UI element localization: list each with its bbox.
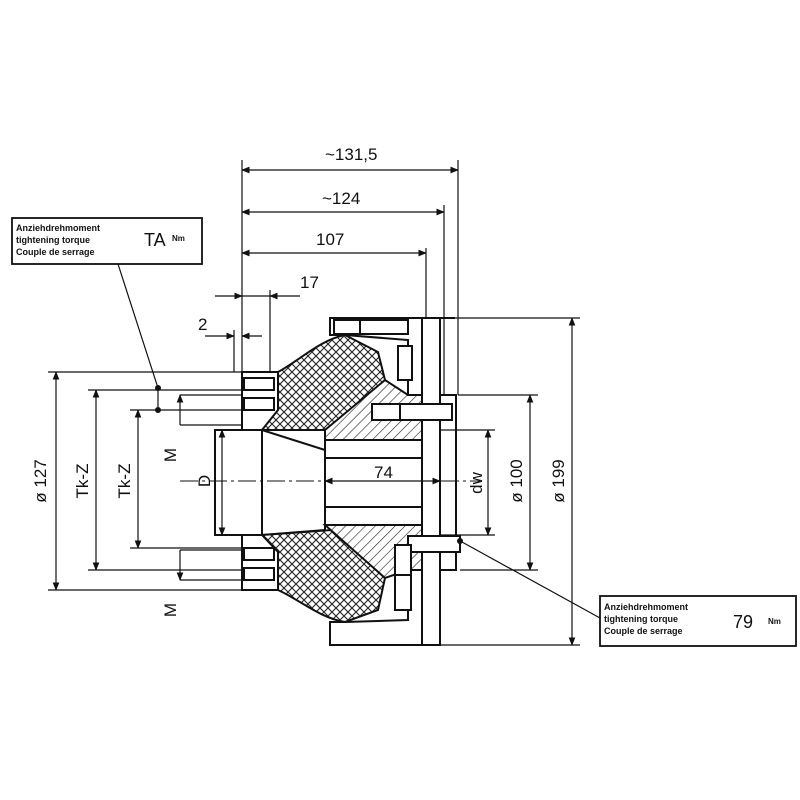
dim-dw: dw <box>467 471 486 493</box>
screw-nut-upper <box>397 345 413 381</box>
dim-17: 17 <box>300 273 319 292</box>
torque-right-pointer <box>457 538 463 544</box>
horizontal-dimensions <box>205 160 459 485</box>
svg-text:Anziehdrehmoment: Anziehdrehmoment <box>604 602 688 612</box>
svg-text:Couple de serrage: Couple de serrage <box>604 626 683 636</box>
left-hub <box>214 429 326 536</box>
torque-right-value: 79 <box>733 612 753 632</box>
dim-m-lower: M <box>161 603 180 617</box>
svg-text:Couple de serrage: Couple de serrage <box>16 247 95 257</box>
screw-left-lower-b <box>243 567 275 581</box>
dim-124: ~124 <box>322 189 360 208</box>
screw-left-upper-b <box>243 397 275 411</box>
dimension-labels: ~131,5 ~124 107 17 2 74 ø 127 Tk-Z Tk-Z … <box>31 145 568 617</box>
dim-2: 2 <box>198 315 207 334</box>
screw-upper-hub <box>371 403 453 421</box>
dim-tkz-inner: Tk-Z <box>115 464 134 499</box>
dim-100: ø 100 <box>507 459 526 502</box>
svg-text:Nm: Nm <box>172 234 185 243</box>
dim-m-upper: M <box>161 448 180 462</box>
dim-tkz-outer: Tk-Z <box>73 464 92 499</box>
screw-upper-ring <box>333 319 409 335</box>
svg-text:Anziehdrehmoment: Anziehdrehmoment <box>16 223 100 233</box>
torque-left-pointer <box>155 385 161 391</box>
dim-107: 107 <box>316 230 344 249</box>
dim-127: ø 127 <box>31 459 50 502</box>
rubber-element-lower <box>259 528 387 624</box>
svg-text:tightening torque: tightening torque <box>604 614 678 624</box>
torque-box-left: Anziehdrehmoment tightening torque Coupl… <box>11 217 203 413</box>
torque-box-right: Anziehdrehmoment tightening torque Coupl… <box>457 538 797 647</box>
dim-d: D <box>195 475 214 487</box>
screw-left-upper-a <box>243 377 275 391</box>
dim-overall-length: ~131,5 <box>325 145 377 164</box>
screw-lower-ring <box>394 544 412 611</box>
screw-lower-hub <box>407 535 461 553</box>
svg-text:Nm: Nm <box>768 617 781 626</box>
svg-text:tightening torque: tightening torque <box>16 235 90 245</box>
screw-left-lower-a <box>243 547 275 561</box>
vertical-dimensions <box>48 317 580 646</box>
dim-74: 74 <box>374 463 393 482</box>
torque-left-value: TA <box>144 230 166 250</box>
dim-199: ø 199 <box>549 459 568 502</box>
